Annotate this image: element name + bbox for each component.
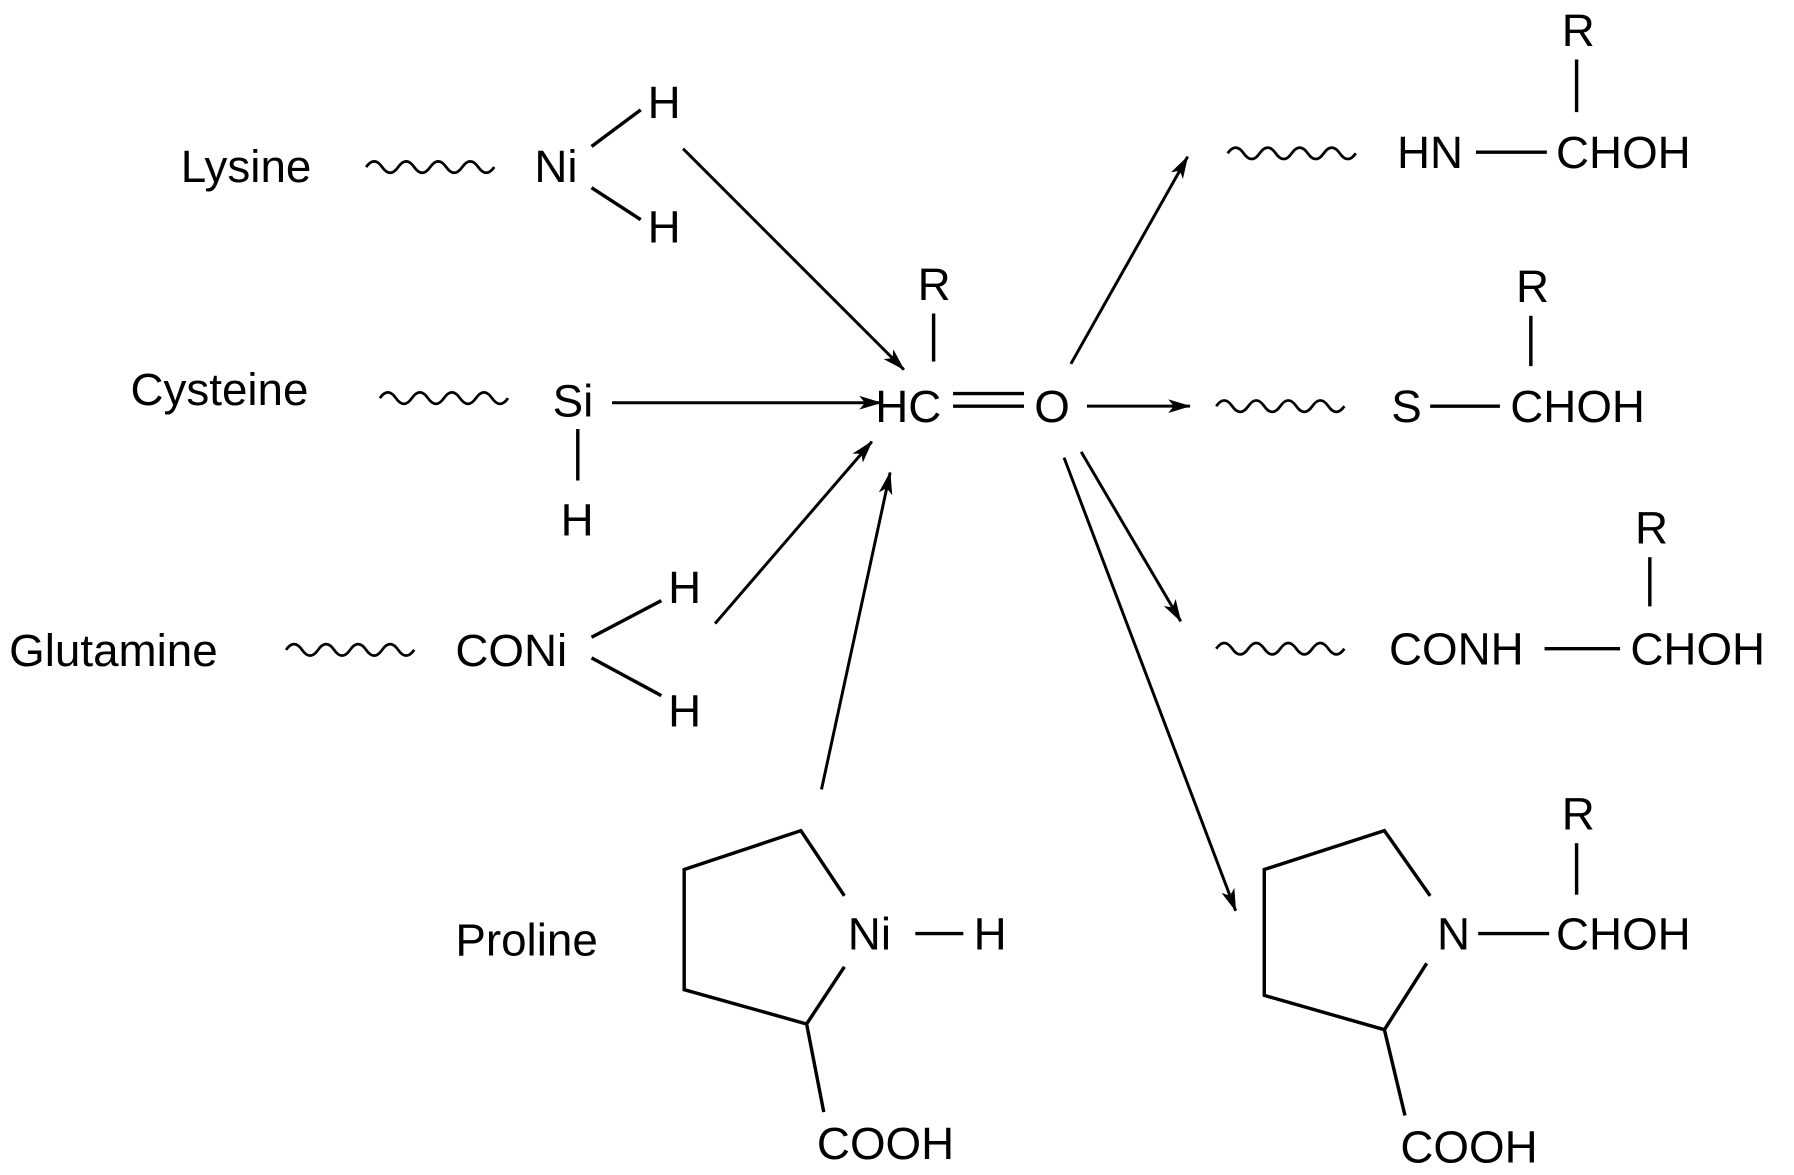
arrow-lysine-to-carbonyl: [681, 147, 905, 371]
cysteine-h: H: [561, 494, 594, 545]
pyrrolidine-ring: [682, 828, 846, 1026]
product-proline-cooh: COOH: [1400, 1121, 1537, 1172]
product-proline-chOH: CHOH: [1556, 909, 1691, 960]
product-lysine-r: R: [1562, 5, 1595, 56]
cysteine-si: Si: [553, 375, 594, 426]
proline-label: Proline: [455, 914, 597, 965]
glutamine-label: Glutamine: [9, 625, 218, 676]
glutamine-coni: CONi: [455, 625, 567, 676]
arrow-glutamine-to-carbonyl: [713, 440, 873, 625]
glutamine-h-bottom: H: [668, 686, 701, 737]
proline-h: H: [974, 909, 1007, 960]
arrow-to-lysine-product: [1069, 155, 1189, 365]
product-cysteine-s: S: [1391, 381, 1422, 432]
lysine-h-top: H: [648, 77, 681, 128]
carbonyl-o: O: [1034, 381, 1070, 432]
arrow-proline-to-carbonyl: [820, 471, 893, 790]
product-cysteine-r: R: [1516, 261, 1549, 312]
bond: [804, 1023, 826, 1113]
bond: [1382, 1029, 1407, 1116]
bond: [590, 656, 663, 698]
cysteine-label: Cysteine: [130, 364, 308, 415]
product-lysine-chOH: CHOH: [1556, 127, 1691, 178]
proline-cooh: COOH: [817, 1118, 954, 1169]
lysine-label: Lysine: [181, 141, 312, 192]
product-cysteine-chOH: CHOH: [1510, 381, 1645, 432]
lysine-ni: Ni: [534, 141, 577, 192]
wavy-bond: [1214, 641, 1346, 656]
product-proline-n: N: [1437, 909, 1470, 960]
lysine-h-bottom: H: [648, 202, 681, 253]
product-proline-r: R: [1562, 788, 1595, 839]
carbonyl-hc: HC: [875, 381, 941, 432]
product-lysine-hn: HN: [1397, 127, 1463, 178]
bond: [590, 599, 663, 639]
carbonyl-r: R: [918, 259, 951, 310]
wavy-bond: [378, 391, 510, 406]
wavy-bond: [284, 642, 416, 657]
wavy-bond: [1214, 399, 1346, 414]
product-glutamine-chOH: CHOH: [1630, 624, 1765, 675]
product-glutamine-conh: CONH: [1389, 624, 1524, 675]
glutamine-h-top: H: [668, 562, 701, 613]
pyrrolidine-ring: [1262, 828, 1432, 1032]
arrow-to-glutamine-product: [1079, 451, 1183, 623]
proline-ni: Ni: [848, 909, 891, 960]
product-glutamine-r: R: [1635, 502, 1668, 553]
wavy-bond: [1226, 146, 1358, 161]
arrow-to-proline-product: [1062, 457, 1238, 912]
bond: [590, 186, 642, 222]
bond: [590, 108, 642, 148]
wavy-bond: [364, 159, 496, 175]
